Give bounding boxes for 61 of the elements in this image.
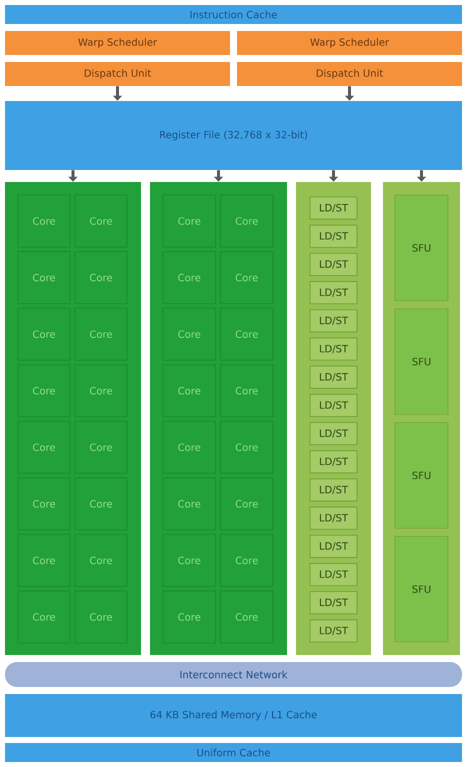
core-box: Core [162, 534, 216, 587]
core-box: Core [18, 534, 70, 587]
core-box: Core [162, 590, 216, 644]
core-box: Core [220, 251, 274, 304]
ldst-box: LD/ST [310, 506, 358, 530]
core-box: Core [18, 194, 70, 248]
core-box: Core [74, 194, 128, 248]
interconnect-bar: Interconnect Network [5, 662, 462, 687]
ldst-box: LD/ST [310, 534, 358, 558]
ldst-box: LD/ST [310, 450, 358, 474]
core-box: Core [220, 590, 274, 644]
cache-bar: Instruction Cache [5, 5, 462, 24]
core-box: Core [74, 251, 128, 304]
core-box: Core [74, 364, 128, 418]
unit-bar: Warp Scheduler [237, 31, 462, 55]
ldst-box: LD/ST [310, 478, 358, 502]
sfu-box: SFU [394, 422, 448, 529]
ldst-box: LD/ST [310, 196, 358, 220]
core-box: Core [220, 420, 274, 474]
core-box: Core [74, 308, 128, 361]
core-box: Core [74, 477, 128, 530]
cache-bar: 64 KB Shared Memory / L1 Cache [5, 694, 462, 737]
core-box: Core [18, 251, 70, 304]
ldst-box: LD/ST [310, 591, 358, 614]
core-box: Core [220, 534, 274, 587]
ldst-box: LD/ST [310, 252, 358, 276]
core-box: Core [18, 364, 70, 418]
core-box: Core [220, 477, 274, 530]
ldst-box: LD/ST [310, 422, 358, 446]
ldst-box: LD/ST [310, 281, 358, 304]
core-box: Core [74, 534, 128, 587]
core-box: Core [18, 420, 70, 474]
core-box: Core [162, 308, 216, 361]
core-box: Core [74, 420, 128, 474]
sfu-box: SFU [394, 194, 448, 302]
core-box: Core [162, 251, 216, 304]
core-box: Core [18, 308, 70, 361]
core-box: Core [162, 194, 216, 248]
cache-bar: Uniform Cache [5, 743, 462, 762]
ldst-box: LD/ST [310, 563, 358, 586]
ldst-box: LD/ST [310, 619, 358, 642]
sfu-box: SFU [394, 536, 448, 642]
core-box: Core [74, 590, 128, 644]
unit-bar: Warp Scheduler [5, 31, 230, 55]
core-box: Core [162, 477, 216, 530]
ldst-box: LD/ST [310, 224, 358, 248]
ldst-box: LD/ST [310, 338, 358, 361]
unit-bar: Dispatch Unit [5, 62, 230, 86]
core-box: Core [220, 308, 274, 361]
sfu-box: SFU [394, 308, 448, 415]
ldst-box: LD/ST [310, 309, 358, 332]
register-file-block: Register File (32,768 x 32-bit) [5, 101, 462, 170]
unit-bar: Dispatch Unit [237, 62, 462, 86]
ldst-box: LD/ST [310, 394, 358, 417]
core-box: Core [18, 477, 70, 530]
core-box: Core [220, 194, 274, 248]
core-box: Core [162, 364, 216, 418]
core-box: Core [18, 590, 70, 644]
ldst-box: LD/ST [310, 366, 358, 389]
core-box: Core [220, 364, 274, 418]
core-box: Core [162, 420, 216, 474]
